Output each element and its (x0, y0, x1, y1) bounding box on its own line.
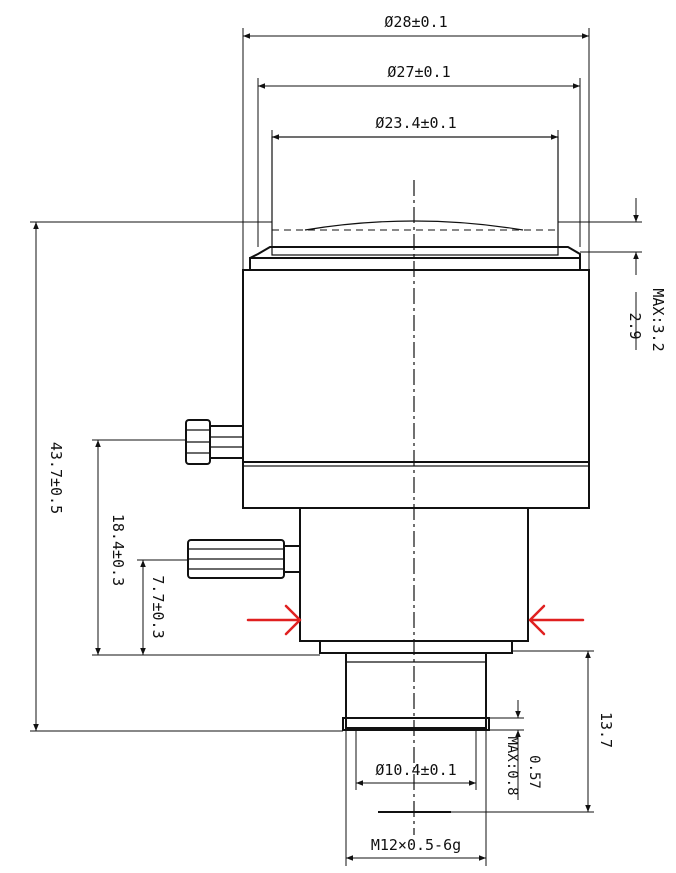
lower-screw-distance-label: 7.7±0.3 (149, 575, 167, 638)
front-offset-max-label: MAX:3.2 (649, 288, 667, 351)
middle-diameter-label: Ø27±0.1 (387, 63, 450, 81)
thread-label: M12×0.5-6g (371, 836, 461, 854)
dimension-lower-screw-distance: 7.7±0.3 (137, 559, 188, 655)
right-marker-arrow (528, 604, 585, 636)
rear-offset-label: 0.57 (526, 755, 542, 789)
dimension-outer-diameter: Ø28±0.1 (242, 13, 590, 270)
front-glass-outline (271, 136, 559, 256)
dimension-front-offset: 2.9 MAX:3.2 (558, 198, 667, 352)
lens-body (185, 136, 590, 813)
upper-locking-screw (185, 419, 244, 465)
thread-mount (345, 652, 487, 729)
dimension-overall-length: 43.7±0.5 (30, 221, 343, 732)
dimension-thread: M12×0.5-6g (345, 731, 487, 866)
dimension-rear-diameter: Ø10.4±0.1 (355, 731, 477, 790)
dimension-rear-length: 13.7 (451, 650, 615, 813)
rear-diameter-label: Ø10.4±0.1 (375, 761, 456, 779)
dimension-flange-distance: 18.4±0.3 (92, 439, 320, 656)
inner-diameter-label: Ø23.4±0.1 (375, 114, 456, 132)
front-rim (249, 246, 581, 259)
red-marker-arrows (246, 604, 585, 636)
dimension-inner-diameter: Ø23.4±0.1 (271, 114, 559, 140)
outer-diameter-label: Ø28±0.1 (384, 13, 447, 31)
lower-locking-screw (187, 539, 301, 579)
rear-length-label: 13.7 (597, 712, 615, 748)
left-marker-arrow (246, 604, 302, 636)
front-offset-label: 2.9 (626, 312, 644, 339)
front-lens-curve (304, 220, 524, 231)
overall-length-label: 43.7±0.5 (47, 442, 65, 514)
flange-ring (242, 461, 590, 509)
dimension-rear-offset: MAX:0.8 0.57 (489, 700, 542, 800)
flange-distance-label: 18.4±0.3 (109, 514, 127, 586)
dimension-middle-diameter: Ø27±0.1 (257, 63, 581, 247)
main-barrel (242, 269, 590, 463)
rear-offset-max-label: MAX:0.8 (504, 736, 520, 795)
